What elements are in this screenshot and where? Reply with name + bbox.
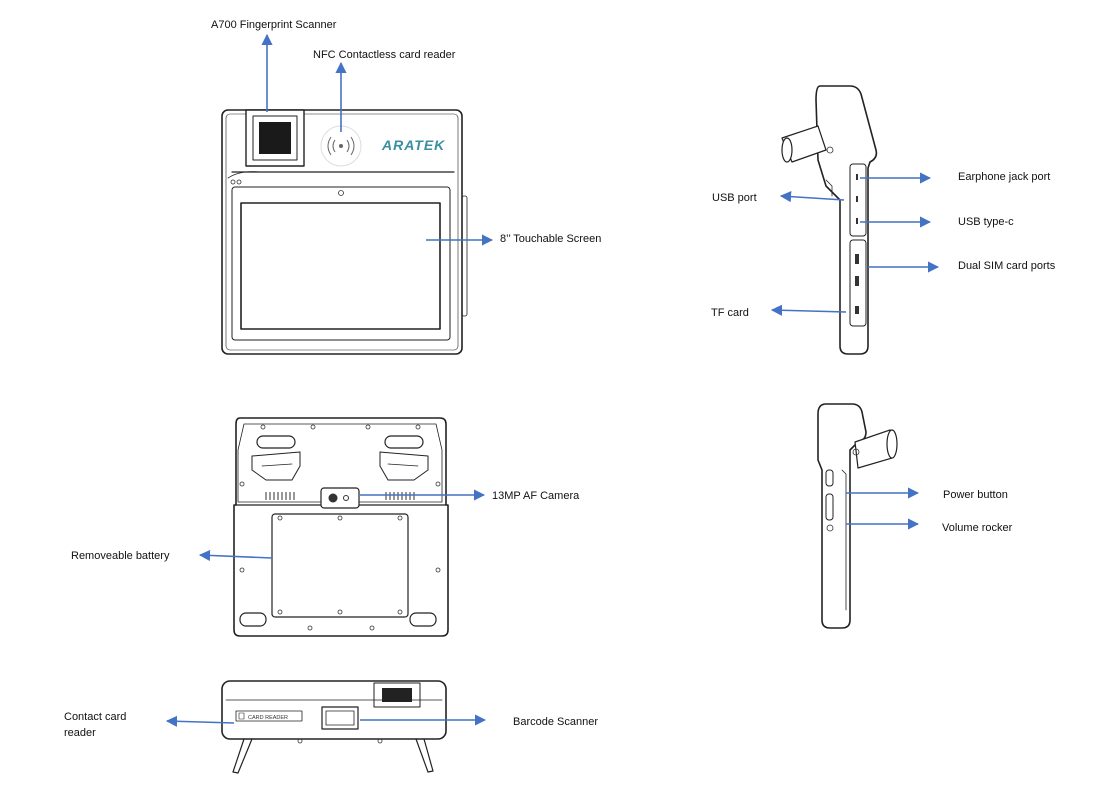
label-contact-card-line1: Contact card [64, 711, 126, 723]
label-camera: 13MP AF Camera [492, 490, 580, 502]
label-power-button: Power button [943, 489, 1008, 501]
bottom-view: CARD READER [221, 680, 447, 774]
barcode-window-icon [321, 706, 359, 730]
label-barcode-scanner: Barcode Scanner [513, 716, 598, 728]
label-earphone-jack: Earphone jack port [958, 171, 1050, 183]
card-slot: CARD READER [235, 710, 303, 722]
front-view: ARATEK [221, 109, 468, 355]
label-contact-card-line2: reader [64, 727, 96, 739]
label-usb-type-c: USB type-c [958, 216, 1014, 228]
arrow-icon [165, 33, 940, 727]
label-nfc-reader: NFC Contactless card reader [313, 49, 456, 61]
label-touch-screen: 8’’ Touchable Screen [500, 233, 601, 245]
side-view-buttons [817, 403, 898, 629]
brand-logo: ARATEK [381, 137, 445, 153]
label-battery: Removeable battery [71, 550, 170, 562]
back-view [233, 417, 449, 637]
label-fingerprint-scanner: A700 Fingerprint Scanner [211, 19, 337, 31]
label-dual-sim: Dual SIM card ports [958, 260, 1056, 272]
card-slot-label: CARD READER [248, 715, 288, 721]
label-tf-card: TF card [711, 307, 749, 319]
fingerprint-sensor-icon [245, 109, 305, 167]
label-volume-rocker: Volume rocker [942, 522, 1013, 534]
label-usb-port: USB port [712, 192, 757, 204]
side-view-ports [781, 85, 878, 355]
camera-lens-icon [320, 487, 360, 509]
